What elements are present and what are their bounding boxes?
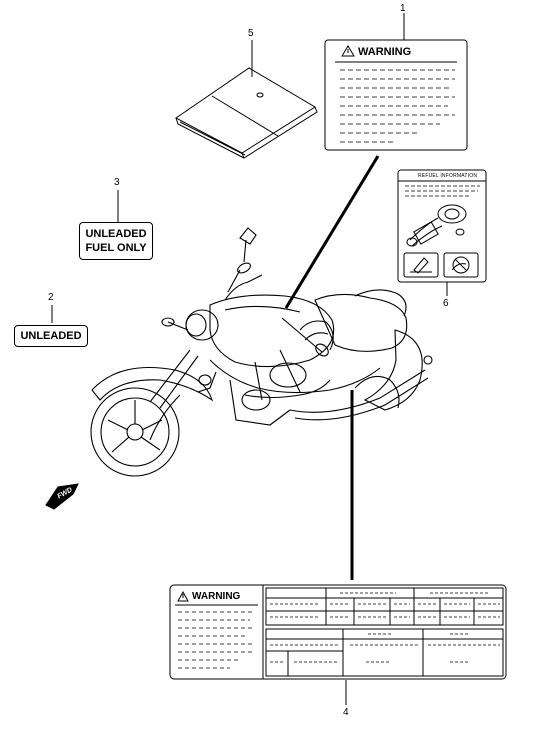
warning-title-top: WARNING: [358, 46, 412, 58]
callout-5: 5: [248, 28, 254, 39]
callout-4: 4: [343, 707, 349, 718]
callout-6: 6: [443, 298, 449, 309]
forward-direction-arrow: [45, 483, 79, 510]
motorcycle-illustration: [90, 227, 433, 477]
warning-spec-label: [169, 584, 507, 680]
warning-label-top: [324, 13, 468, 151]
callout-1: 1: [400, 3, 406, 14]
manual-booklet: [175, 40, 318, 159]
unleaded-label-text: UNLEADED: [20, 330, 82, 342]
refuel-information-title: REFUEL INFORMATION: [418, 173, 478, 179]
unleaded-fuel-only-line1: UNLEADED: [85, 228, 147, 240]
refuel-information-label: [397, 169, 487, 296]
warning-title-bottom: WARNING: [192, 591, 241, 602]
callout-2: 2: [48, 292, 54, 303]
unleaded-fuel-only-line2: FUEL ONLY: [85, 242, 147, 254]
unleaded-fuel-only-label: UNLEADED FUEL ONLY: [79, 222, 153, 260]
leader-line-1: [284, 155, 380, 309]
unleaded-label: UNLEADED: [14, 325, 88, 347]
callout-3: 3: [114, 177, 120, 188]
